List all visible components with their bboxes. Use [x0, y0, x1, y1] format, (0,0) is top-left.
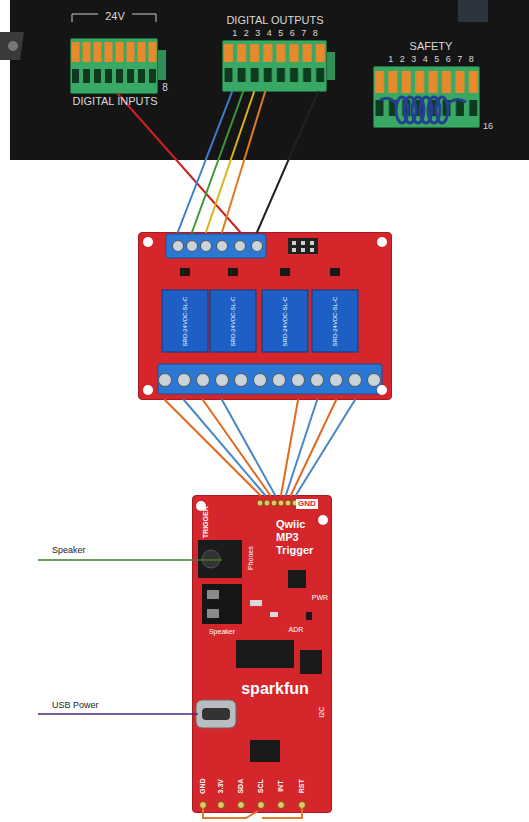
- connector-pins: [222, 40, 327, 92]
- connector-label: DIGITAL OUTPUTS: [215, 14, 335, 27]
- mp3-trigger-board: Qwiic MP3 Trigger sparkfun: [192, 495, 332, 813]
- wire: [296, 400, 355, 495]
- wire: [281, 400, 298, 495]
- board-name: sparkfun: [235, 679, 315, 698]
- wire: [257, 92, 318, 232]
- wire: [222, 400, 275, 495]
- relay-board: SRD-24VDC-SL-C SRD-24VDC-SL-C SRD-24VDC-SL…: [138, 232, 392, 400]
- wire: [118, 94, 240, 232]
- pin-label: TRIGGER: [202, 503, 210, 541]
- connector-label: 1 2 3 4 5 6 7 8: [220, 28, 330, 39]
- pin-label: SCL: [257, 774, 265, 798]
- pin-label: SDA: [237, 774, 245, 798]
- relay-marking: SRD-24VDC-SL-C: [182, 292, 189, 352]
- output-connector: DIGITAL OUTPUTS1 2 3 4 5 6 7 8: [222, 40, 327, 92]
- serial-port-screw: [8, 41, 18, 51]
- pin-label: RST: [298, 774, 306, 798]
- connector-pins: [373, 66, 480, 128]
- pin-label: Phones: [247, 543, 255, 573]
- pin-label: GND: [296, 499, 318, 509]
- relay-marking: SRD-24VDC-SL-C: [230, 292, 237, 352]
- pin-label: Speaker: [204, 628, 240, 636]
- connector-label: SAFETY: [396, 40, 466, 53]
- connector-label: DIGITAL INPUTS: [60, 95, 170, 108]
- wire: [206, 92, 254, 232]
- connector-flange: [158, 50, 166, 80]
- relay-marking: SRD-24VDC-SL-C: [282, 292, 289, 352]
- wire: [286, 400, 317, 495]
- connector-pins: [70, 38, 158, 94]
- pin-label: INT: [277, 774, 285, 798]
- wire: [165, 400, 260, 495]
- serial-port: [0, 32, 24, 60]
- input-connector: 24VDIGITAL INPUTS: [70, 38, 158, 94]
- wire: [192, 92, 243, 232]
- board-name: Qwiic MP3 Trigger: [276, 518, 326, 558]
- safety-connector: SAFETY1 2 3 4 5 6 7 8: [373, 66, 480, 128]
- wire: [222, 92, 265, 232]
- pin-number: 8: [158, 82, 172, 94]
- relay-marking: SRD-24VDC-SL-C: [332, 292, 339, 352]
- pin-label: I2C: [318, 702, 326, 722]
- callout-label: Speaker: [52, 545, 112, 556]
- wire: [178, 92, 232, 232]
- pin-number: 16: [479, 121, 497, 132]
- connector-label: 24V: [85, 10, 145, 23]
- pin-label: PWR: [310, 594, 330, 602]
- pin-label: ADR: [286, 626, 306, 634]
- wire: [203, 400, 270, 495]
- usb-leader-line: [38, 713, 198, 715]
- callout-label: USB Power: [52, 700, 112, 711]
- wire: [291, 400, 336, 495]
- connector-label: 1 2 3 4 5 6 7 8: [376, 54, 486, 65]
- controller-panel: [10, 0, 529, 160]
- network-jack: [458, 0, 488, 22]
- pin-label: GND: [199, 774, 207, 798]
- connector-flange: [327, 52, 335, 80]
- pin-label: 3.3V: [217, 774, 225, 798]
- wire: [184, 400, 265, 495]
